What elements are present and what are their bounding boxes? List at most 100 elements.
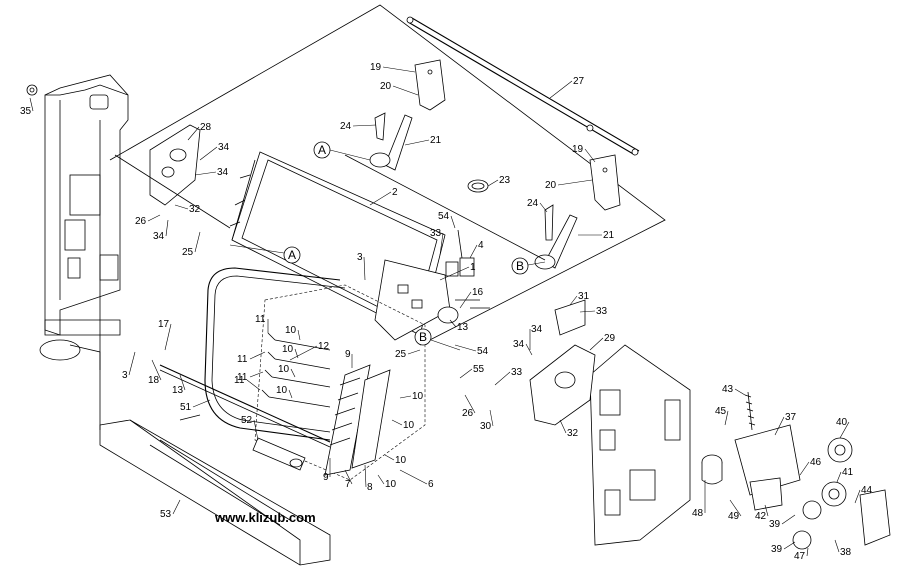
callout-leader-10 (399, 395, 412, 399)
solenoid-48 (701, 454, 723, 485)
part-callout-18: 18 (148, 375, 160, 386)
callout-leader-16 (459, 291, 472, 309)
callout-leader-34 (165, 219, 169, 237)
callout-leader-38 (834, 539, 840, 553)
rod-22 (344, 154, 546, 261)
motor-16 (437, 299, 490, 324)
callout-leader-26 (147, 214, 161, 222)
spring-23 (467, 179, 489, 193)
callout-leaders (29, 66, 861, 557)
callout-leader-1 (439, 266, 470, 281)
guide-unit-1 (374, 259, 451, 341)
part-callout-13: 13 (172, 385, 184, 396)
part-callout-10: 10 (395, 455, 407, 466)
part-callout-3: 3 (357, 252, 363, 263)
part-callout-40: 40 (836, 417, 848, 428)
bracket-31 (554, 299, 586, 336)
gear-40 (827, 437, 853, 463)
left-side-frame (26, 74, 129, 430)
callout-leader-37 (774, 416, 785, 436)
part-callout-38: 38 (840, 547, 852, 558)
callout-leader-40 (839, 421, 850, 439)
callout-leader-10 (391, 419, 403, 426)
part-callout-47: 47 (794, 551, 806, 562)
part-callout-11: 11 (237, 372, 248, 383)
part-callout-29: 29 (604, 333, 616, 344)
callout-leader-34 (199, 146, 218, 161)
shaft-52 (252, 437, 306, 471)
part-callout-39: 39 (769, 519, 781, 530)
callout-leader-45 (724, 410, 729, 426)
callout-leader-31 (569, 295, 578, 306)
part-callout-10: 10 (403, 420, 415, 431)
callout-leader-47 (806, 547, 809, 557)
callout-leader-25 (407, 349, 421, 355)
part-callout-28: 28 (200, 122, 212, 133)
part-callout-6: 6 (428, 479, 434, 490)
part-callout-44: 44 (861, 485, 873, 496)
callout-leader-20 (392, 85, 419, 96)
part-callout-55: 55 (473, 364, 485, 375)
callout-leader-27 (549, 80, 573, 99)
part-callout-10: 10 (276, 385, 288, 396)
callout-leader-3 (363, 256, 366, 281)
callout-leader-10 (297, 329, 301, 341)
screw-rod-13 (159, 364, 331, 448)
callout-leader-34 (525, 343, 533, 356)
callout-leader-6 (399, 469, 428, 485)
curved-guide-51 (204, 267, 346, 441)
gears-39 (792, 500, 822, 550)
ref-A-mid-label: A (288, 248, 296, 262)
callout-leader-42 (764, 504, 769, 517)
part-callout-51: 51 (180, 402, 192, 413)
part-callout-9: 9 (323, 472, 329, 483)
right-side-frame (589, 344, 691, 546)
callout-leader-10 (384, 454, 395, 461)
callout-leader-32 (559, 419, 567, 434)
callout-leader-33 (494, 371, 511, 386)
drive-bracket-37 (734, 424, 801, 496)
part-callout-34: 34 (531, 324, 543, 335)
part-callout-32: 32 (189, 204, 201, 215)
part-callout-24: 24 (527, 198, 539, 209)
part-callout-25: 25 (182, 247, 194, 258)
part-callout-13: 13 (457, 322, 469, 333)
callout-leader-10 (377, 474, 385, 485)
part-callout-26: 26 (462, 408, 474, 419)
part-callout-35: 35 (20, 106, 32, 117)
callout-leader-26 (464, 394, 476, 414)
callout-leader-19 (584, 148, 596, 163)
callout-leader-17 (164, 323, 172, 351)
part-callout-54: 54 (477, 346, 489, 357)
callout-leader-20 (557, 179, 593, 186)
callout-leader-49 (729, 499, 742, 517)
callout-leader-54 (454, 344, 477, 352)
part-callout-12: 12 (318, 341, 330, 352)
part-callout-39: 39 (771, 544, 783, 555)
plate-42 (749, 477, 783, 511)
callout-leader-51 (192, 399, 211, 408)
callout-leader-44 (854, 489, 861, 504)
callout-leader-25 (194, 231, 201, 253)
part-callout-2: 2 (392, 187, 398, 198)
part-callout-11: 11 (237, 354, 248, 365)
callout-leader-24 (539, 202, 548, 213)
callout-leader-24 (352, 124, 377, 127)
part-callout-8: 8 (367, 482, 373, 493)
bracket-19-top (414, 59, 446, 111)
ref-A-mid: A (229, 244, 301, 264)
part-callout-31: 31 (578, 291, 590, 302)
part-callout-20: 20 (545, 180, 557, 191)
callout-leader-35 (29, 97, 34, 112)
subassembly-6-outline (254, 284, 426, 481)
part-callout-11: 11 (234, 375, 245, 386)
bracket-19-right (589, 154, 621, 211)
part-callout-34: 34 (218, 142, 230, 153)
part-callout-10: 10 (385, 479, 397, 490)
ref-B-mid-label: B (419, 330, 427, 344)
part-callout-25: 25 (395, 349, 407, 360)
callout-leader-12 (289, 345, 318, 361)
lever-21-top (369, 112, 413, 171)
